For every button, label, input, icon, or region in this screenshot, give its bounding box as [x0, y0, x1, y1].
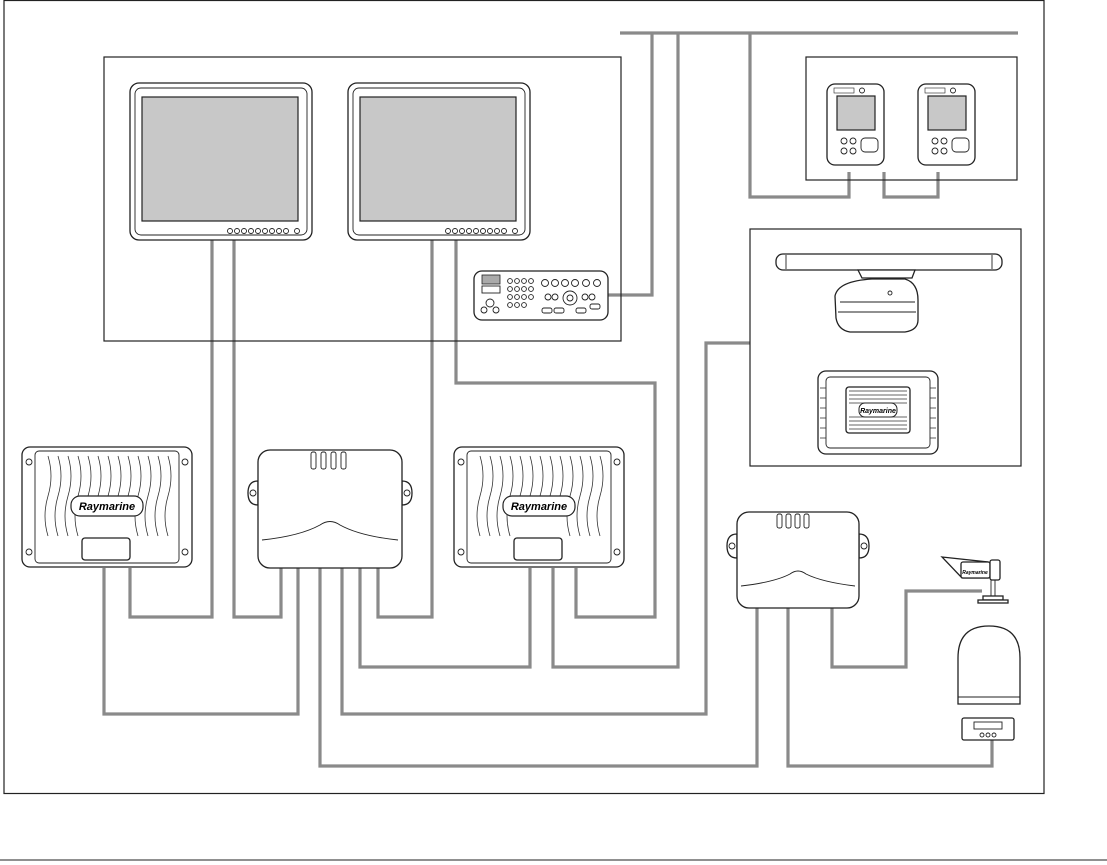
- backbone-drop-cable: [553, 33, 678, 667]
- radar-module-icon: Raymarine: [818, 371, 938, 454]
- camera-icon: Raymarine: [942, 557, 1008, 603]
- multifunction-display-1: [130, 83, 312, 240]
- camera-logo: Raymarine: [962, 570, 988, 576]
- processor2-logo: Raymarine: [511, 501, 567, 513]
- processor-2: Raymarine: [454, 447, 624, 567]
- satellite-dome-icon: [958, 626, 1020, 740]
- network-hub-2: [727, 512, 869, 608]
- radar-logo: Raymarine: [860, 408, 896, 415]
- display1-screen: [142, 97, 298, 221]
- display2-screen: [360, 97, 516, 221]
- keypad-icon: [474, 271, 608, 320]
- keypad-cable: [608, 33, 652, 295]
- instrument-2: [918, 84, 975, 165]
- processor1-logo: Raymarine: [79, 501, 135, 513]
- radar-antenna-icon: [776, 254, 1002, 332]
- processor-1: Raymarine: [22, 447, 192, 567]
- network-hub-1: [248, 450, 412, 568]
- instrument-1: [827, 84, 884, 165]
- multifunction-display-2: [348, 83, 530, 240]
- processor1-hub-cable: [104, 568, 298, 714]
- instrument-cable-b: [884, 172, 938, 197]
